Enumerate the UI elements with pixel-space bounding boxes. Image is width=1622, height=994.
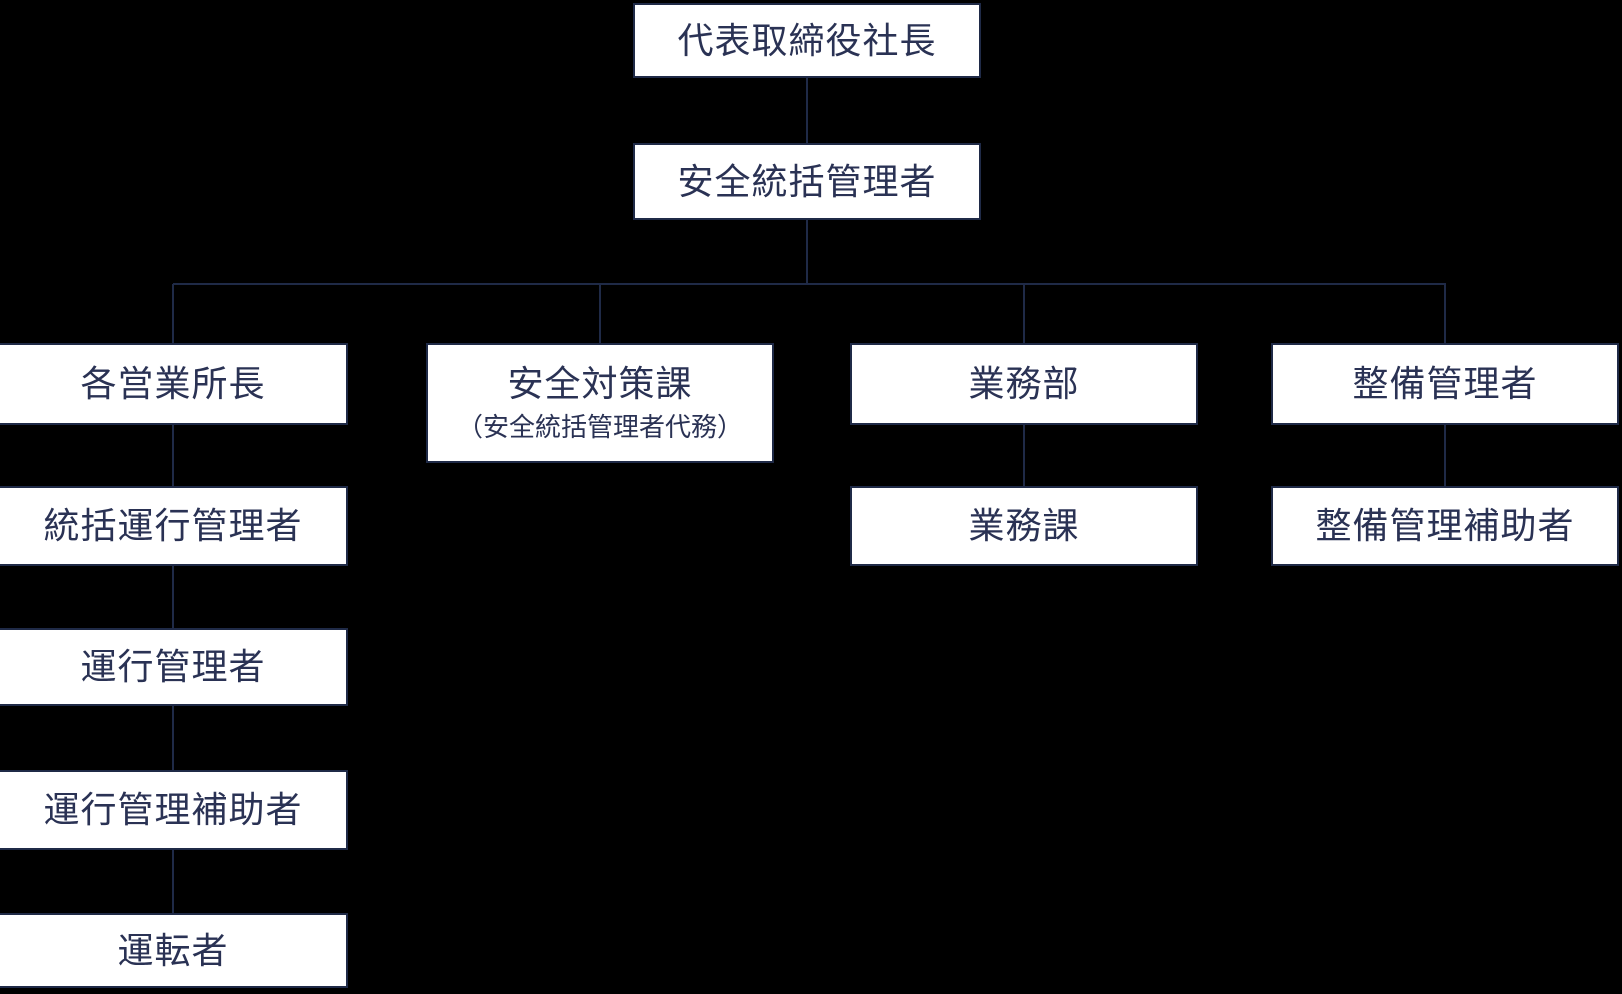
- connector-president-to-safety-manager: [806, 77, 808, 144]
- node-safety-division-sublabel: （安全統括管理者代務）: [456, 411, 743, 442]
- node-operations-dept: 業務部: [850, 343, 1198, 425]
- connector-operations-dept-to-section: [1023, 424, 1025, 487]
- connector-drop-office-managers: [172, 284, 174, 344]
- node-safety-general-manager-label: 安全統括管理者: [677, 160, 937, 202]
- node-maintenance-assistant-label: 整備管理補助者: [1315, 505, 1575, 547]
- node-president: 代表取締役社長: [633, 3, 981, 78]
- connector-drop-operations-dept: [1023, 284, 1025, 344]
- node-drivers: 運転者: [0, 913, 348, 988]
- node-operations-section-label: 業務課: [968, 505, 1080, 547]
- node-safety-division: 安全対策課 （安全統括管理者代務）: [426, 343, 774, 463]
- node-operation-assistant: 運行管理補助者: [0, 770, 348, 850]
- node-office-managers: 各営業所長: [0, 343, 348, 425]
- connector-office-to-chief-operation: [172, 424, 174, 487]
- node-chief-operation-manager-label: 統括運行管理者: [43, 505, 303, 547]
- node-maintenance-manager: 整備管理者: [1271, 343, 1619, 425]
- connector-drop-safety-division: [599, 284, 601, 344]
- node-maintenance-assistant: 整備管理補助者: [1271, 486, 1619, 566]
- node-operations-dept-label: 業務部: [968, 363, 1080, 405]
- connector-safety-manager-down: [806, 219, 808, 284]
- node-safety-division-label: 安全対策課: [507, 363, 693, 405]
- connector-assistant-to-drivers: [172, 849, 174, 914]
- node-office-managers-label: 各営業所長: [80, 363, 266, 405]
- node-president-label: 代表取締役社長: [677, 19, 937, 61]
- node-operations-section: 業務課: [850, 486, 1198, 566]
- connector-maintenance-to-assistant: [1444, 424, 1446, 487]
- node-maintenance-manager-label: 整備管理者: [1352, 363, 1538, 405]
- connector-chief-to-operation-manager: [172, 565, 174, 629]
- node-operation-assistant-label: 運行管理補助者: [43, 789, 303, 831]
- node-safety-general-manager: 安全統括管理者: [633, 143, 981, 220]
- node-operation-manager: 運行管理者: [0, 628, 348, 706]
- node-operation-manager-label: 運行管理者: [80, 646, 266, 688]
- connector-horizontal-bus: [173, 283, 1446, 285]
- connector-operation-to-assistant: [172, 705, 174, 771]
- connector-drop-maintenance-manager: [1444, 284, 1446, 344]
- node-drivers-label: 運転者: [117, 929, 229, 971]
- node-chief-operation-manager: 統括運行管理者: [0, 486, 348, 566]
